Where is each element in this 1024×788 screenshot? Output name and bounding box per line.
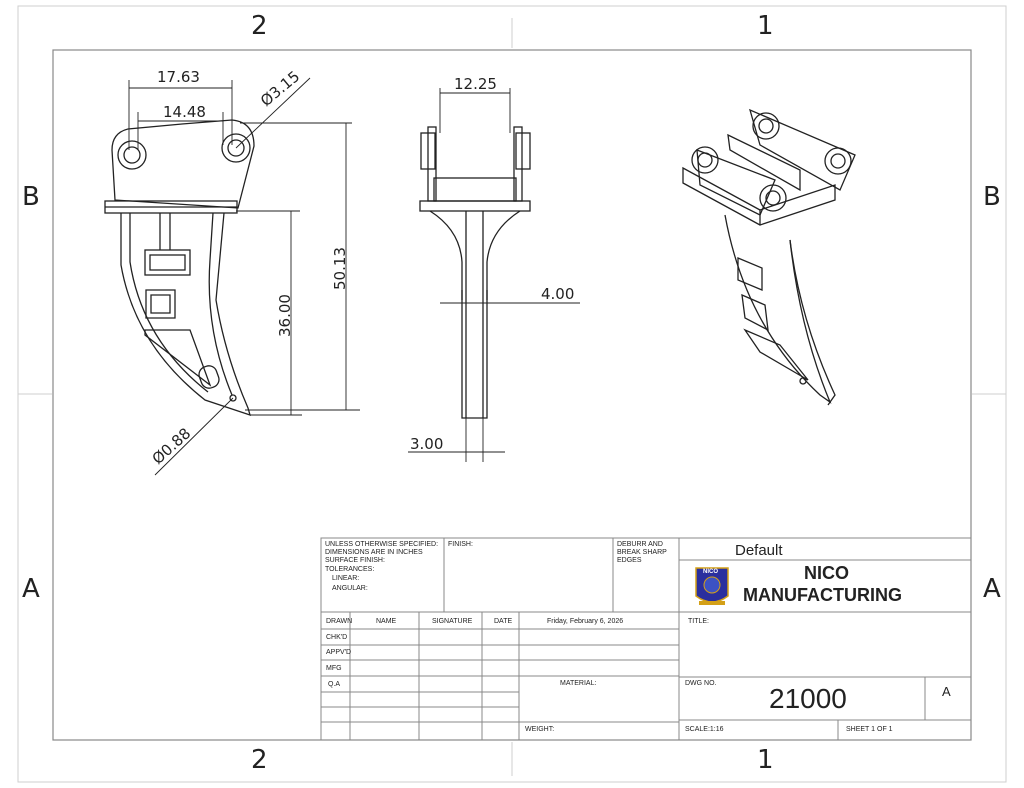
row-label-mfg: MFG (326, 665, 342, 672)
dim-width-outer: 17.63 (157, 68, 200, 86)
scale-label: SCALE:1:16 (685, 726, 724, 733)
sheet-border (17, 5, 1007, 783)
company-name: MANUFACTURING (743, 585, 902, 605)
dim-width-inner: 14.48 (163, 103, 206, 121)
finish-label: FINISH: (448, 541, 473, 548)
row-label-approved: APPV'D (326, 649, 352, 656)
front-view-dimensions (408, 88, 580, 462)
dim-shank-thickness: 4.00 (541, 285, 574, 303)
logo-text: NICO (703, 569, 718, 575)
column-header-date: DATE (494, 618, 513, 625)
zone-label-right-b: B (983, 182, 1001, 212)
zone-label-left-b: B (22, 182, 40, 212)
deburr-note: DEBURR AND (617, 541, 663, 548)
notes-line: DIMENSIONS ARE IN INCHES (325, 549, 423, 556)
company-name: NICO (804, 563, 849, 583)
dim-overall-height: 50.13 (331, 247, 349, 290)
isometric-view (682, 108, 856, 406)
notes-line: SURFACE FINISH: (325, 557, 385, 564)
weight-label: WEIGHT: (525, 726, 555, 733)
sheet-label: SHEET 1 OF 1 (846, 726, 893, 733)
column-header-name: NAME (376, 618, 397, 625)
row-label-drawn: DRAWN (326, 618, 353, 625)
dim-tip-thickness: 3.00 (410, 435, 443, 453)
row-label-checked: CHK'D (326, 634, 348, 641)
side-view-dimensions (128, 77, 360, 476)
notes-line: ANGULAR: (332, 585, 368, 592)
zone-label-bottom-1: 1 (757, 745, 774, 775)
dim-front-width: 12.25 (454, 75, 497, 93)
deburr-note: EDGES (617, 557, 642, 564)
title-label: TITLE: (688, 618, 710, 625)
notes-line: LINEAR: (332, 575, 360, 582)
drawing-number: 21000 (769, 683, 847, 714)
drawing-frame (52, 49, 972, 741)
notes-line: TOLERANCES: (325, 566, 375, 573)
date-value: Friday, February 6, 2026 (547, 618, 624, 625)
zone-label-top-2: 2 (251, 11, 268, 41)
revision: A (942, 684, 951, 699)
side-view (104, 119, 255, 417)
front-view (419, 126, 531, 419)
zone-label-left-a: A (22, 574, 40, 604)
zone-label-right-a: A (983, 574, 1001, 604)
configuration-name: Default (735, 542, 783, 559)
column-header-signature: SIGNATURE (432, 618, 473, 625)
company-logo (695, 567, 729, 605)
dim-pin-hole: Ø3.15 (257, 67, 303, 110)
title-block-grid (320, 537, 972, 741)
material-label: MATERIAL: (560, 680, 597, 687)
row-label-qa: Q.A (328, 681, 341, 688)
notes-line: UNLESS OTHERWISE SPECIFIED: (325, 541, 439, 548)
zone-label-bottom-2: 2 (251, 745, 268, 775)
deburr-note: BREAK SHARP (617, 549, 667, 556)
zone-label-top-1: 1 (757, 11, 774, 41)
dim-tip-hole: Ø0.88 (149, 424, 195, 468)
dim-shank-height: 36.00 (276, 294, 294, 337)
dwg-label: DWG NO. (685, 680, 717, 687)
